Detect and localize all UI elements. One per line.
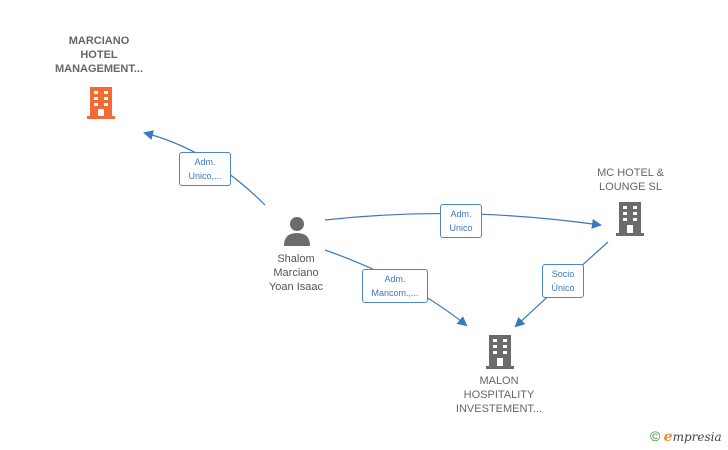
node-label-marciano[interactable]: MARCIANO HOTEL MANAGEMENT... (40, 34, 158, 76)
building-icon[interactable] (86, 85, 116, 119)
node-label-line: INVESTEMENT... (455, 403, 543, 415)
node-label-line: MALON (479, 375, 519, 387)
node-label-line: LOUNGE SL (599, 181, 662, 193)
person-icon[interactable] (282, 215, 312, 247)
edge-label-to-mc-hotel[interactable]: Adm. Unico (440, 204, 482, 238)
building-icon[interactable] (485, 333, 515, 369)
edge-label-line: Socio (551, 269, 575, 279)
node-label-line: MARCIANO (68, 35, 130, 47)
edge-label-to-marciano[interactable]: Adm. Unico,... (179, 152, 231, 186)
node-label-malon[interactable]: MALON HOSPITALITY INVESTEMENT... (443, 374, 555, 416)
node-label-line: HOTEL (80, 49, 118, 61)
edge-label-mc-to-malon[interactable]: Socio Único (542, 264, 584, 298)
building-icon[interactable] (615, 200, 645, 236)
node-label-line: MANAGEMENT... (55, 63, 143, 75)
edge-label-line: Único (551, 283, 575, 293)
node-label-line: Shalom (277, 253, 315, 265)
footer-brand[interactable]: © empresia (650, 428, 722, 445)
edge-label-line: Unico,... (188, 171, 222, 181)
node-label-person[interactable]: Shalom Marciano Yoan Isaac (250, 252, 342, 294)
edge-label-line: Unico (449, 223, 473, 233)
node-label-line: HOSPITALITY (463, 389, 535, 401)
node-label-line: Yoan Isaac (268, 281, 324, 293)
copyright-icon: © (650, 428, 661, 444)
node-label-line: Marciano (273, 267, 319, 279)
node-label-line: MC HOTEL & (597, 167, 664, 179)
node-label-mc-hotel[interactable]: MC HOTEL & LOUNGE SL (578, 166, 683, 194)
edge-label-line: Adm. (384, 274, 406, 284)
edge-label-line: Adm. (450, 209, 472, 219)
edge-label-line: Adm. (194, 157, 216, 167)
edge-label-line: Mancom.,... (371, 288, 419, 298)
edge-label-to-malon[interactable]: Adm. Mancom.,... (362, 269, 428, 303)
brand-logo: empresia (663, 429, 722, 445)
